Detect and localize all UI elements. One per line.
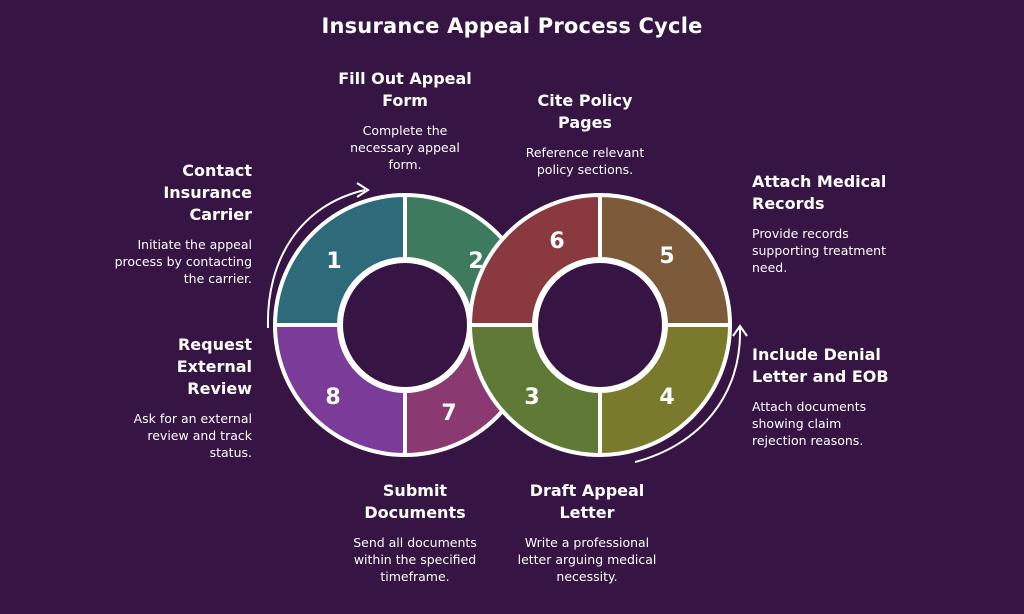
step-number-2: 2 [468, 249, 483, 274]
step-title: Submit Documents [364, 481, 466, 522]
step-1-label: Contact Insurance Carrier Initiate the a… [72, 160, 252, 287]
right-loop-hole [534, 259, 666, 391]
arrow-right-loop-head [732, 324, 748, 337]
step-number-4: 4 [659, 385, 674, 410]
step-5-label: Attach Medical Records Provide records s… [752, 171, 932, 276]
step-description: Provide records supporting treatment nee… [752, 226, 887, 275]
step-number-7: 7 [441, 401, 456, 426]
diagram-title: Insurance Appeal Process Cycle [321, 14, 703, 38]
step-description: Ask for an external review and track sta… [133, 411, 252, 460]
arrow-left-loop-head [356, 182, 370, 198]
step-3-label: Draft Appeal Letter Write a professional… [502, 480, 672, 585]
step-4-label: Include Denial Letter and EOB Attach doc… [752, 344, 942, 449]
step-number-8: 8 [325, 385, 340, 410]
flow-arrows [266, 182, 748, 463]
step-number-1: 1 [326, 249, 341, 274]
step-title: Cite Policy Pages [537, 91, 633, 132]
step-title: Draft Appeal Letter [529, 481, 645, 522]
step-description: Initiate the appeal process by contactin… [114, 237, 252, 286]
step-title: Include Denial Letter and EOB [752, 345, 889, 386]
step-title: Attach Medical Records [752, 172, 887, 213]
arrow-right-loop [634, 327, 742, 463]
arrow-left-loop [266, 189, 366, 329]
left-loop-hole [339, 259, 471, 391]
step-title: Contact Insurance Carrier [163, 161, 252, 224]
step-description: Attach documents showing claim rejection… [752, 399, 867, 448]
step-2-label: Fill Out Appeal Form Complete the necess… [320, 68, 490, 173]
step-6-label: Cite Policy Pages Reference relevant pol… [500, 90, 670, 178]
step-description: Complete the necessary appeal form. [350, 123, 460, 172]
step-description: Write a professional letter arguing medi… [517, 535, 657, 584]
step-number-5: 5 [659, 244, 674, 269]
step-number-6: 6 [549, 229, 564, 254]
step-number-3: 3 [524, 385, 539, 410]
step-7-label: Submit Documents Send all documents with… [330, 480, 500, 585]
step-title: Fill Out Appeal Form [338, 69, 472, 110]
step-description: Reference relevant policy sections. [525, 145, 645, 177]
step-description: Send all documents within the specified … [353, 535, 477, 584]
step-8-label: Request External Review Ask for an exter… [72, 334, 252, 461]
step-title: Request External Review [176, 335, 252, 398]
